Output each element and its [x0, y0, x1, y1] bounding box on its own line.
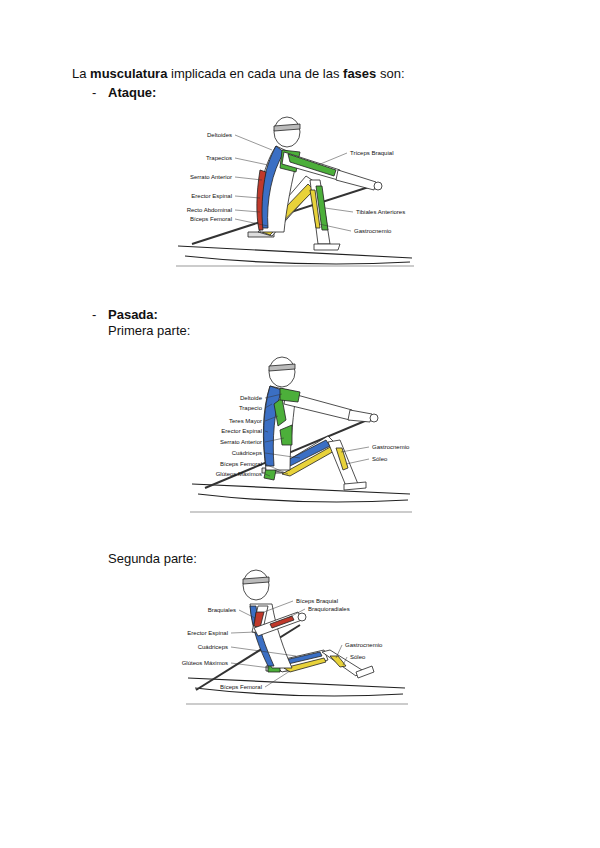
muscle-label: Deltoide [240, 395, 262, 402]
muscle-label: Serrato Anterior [190, 174, 232, 181]
muscle-label: Cuádriceps [232, 450, 262, 457]
muscle-label: Bíceps Femoral [220, 684, 262, 691]
muscle-label: Braquioradiales [308, 606, 350, 613]
rower-drive-first [190, 357, 412, 512]
muscle-label: Gastrocnemio [372, 444, 409, 451]
muscle-label: Teres Mayor [229, 418, 262, 425]
section-label: Pasada: [108, 308, 158, 323]
muscle-label: Gastrocnemio [354, 228, 391, 235]
rower-attack [176, 117, 414, 266]
muscle-label: Trapecio [239, 405, 262, 412]
muscle-label: Gastrocnemio [345, 642, 382, 649]
muscle-label: Erector Espinal [221, 428, 262, 435]
muscle-label: Cuádriceps [198, 644, 228, 651]
muscle-label: Sóleo [372, 456, 387, 463]
section-label: Ataque: [108, 86, 156, 101]
heading: La musculatura implicada en cada una de … [72, 67, 405, 82]
muscle-label: Tibiales Anteriores [356, 209, 405, 216]
muscle-label: Deltoides [207, 132, 232, 139]
muscle-label: Erector Espinal [191, 193, 232, 200]
muscle-label: Erector Espinal [187, 630, 228, 637]
muscle-label: Bíceps Femoral [220, 461, 262, 468]
rower-drive-second [186, 570, 408, 704]
muscle-label: Serrato Anterior [220, 439, 262, 446]
muscle-label: Bíceps Braquial [296, 598, 338, 605]
muscle-label: Glúteos Máximos [216, 471, 262, 478]
list-marker: - [92, 308, 96, 323]
muscle-label: Braquiales [208, 607, 236, 614]
muscle-label: Tríceps Braquial [350, 150, 393, 157]
section-label: Primera parte: [108, 324, 190, 339]
section-label: Segunda parte: [108, 552, 197, 567]
muscle-label: Glúteos Máximos [182, 660, 228, 667]
muscle-label: Trapecios [206, 155, 232, 162]
muscle-label: Sóleo [350, 654, 365, 661]
list-marker: - [92, 86, 96, 101]
muscle-label: Bíceps Femoral [190, 216, 232, 223]
muscle-label: Recto Abdominal [187, 207, 232, 214]
